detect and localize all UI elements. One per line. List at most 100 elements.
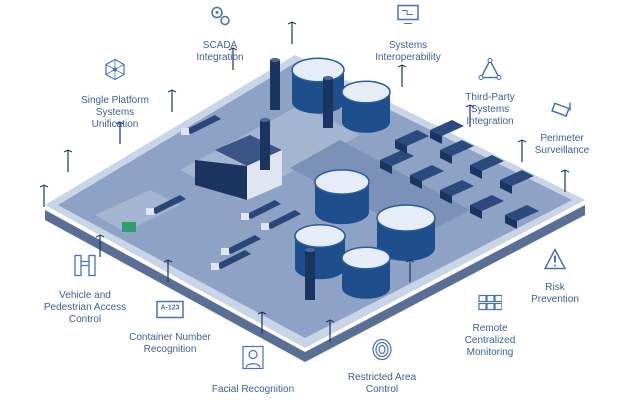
stack: [260, 118, 270, 170]
warning-icon: [543, 247, 567, 277]
screens-grid-icon: [478, 292, 503, 321]
feature-label-line: Integration: [466, 116, 514, 127]
gates-icon: [73, 254, 97, 283]
tanker-truck: [225, 235, 261, 254]
feature-label-line: Perimeter: [540, 133, 584, 144]
feature-label-line: Vehicle and: [59, 290, 111, 301]
equipment-side: [430, 130, 442, 144]
gate-booth: [122, 222, 136, 232]
equipment-side: [505, 215, 517, 229]
equipment-side: [500, 180, 512, 194]
equipment-block: [500, 170, 534, 186]
truck-cab: [211, 263, 219, 270]
feature-label-line: Risk: [545, 282, 565, 293]
equipment-block: [410, 165, 444, 181]
feature-label-line: Prevention: [531, 294, 579, 305]
equipment-side: [470, 205, 482, 219]
lamp-icon: [257, 311, 267, 315]
feature-label-line: Remote: [472, 323, 508, 334]
lamp-icon: [405, 259, 415, 263]
feature-label-line: Integration: [196, 52, 244, 63]
plate-icon: A-123: [156, 298, 184, 327]
lamp-icon: [228, 47, 238, 51]
lamp-icon: [63, 149, 73, 153]
stack: [323, 76, 333, 128]
feature-label-line: Unification: [91, 119, 139, 130]
lamp-icon: [397, 64, 407, 68]
lamp-icon: [465, 104, 475, 108]
face-icon: [241, 345, 265, 375]
truck-cab: [181, 128, 189, 135]
storage-tank: [294, 224, 346, 280]
equipment-block: [440, 140, 474, 156]
truck-cab: [146, 208, 154, 215]
equipment-side: [470, 165, 482, 179]
equipment-side: [440, 150, 452, 164]
feature-label-line: Centralized: [464, 335, 516, 346]
equipment-block: [395, 130, 429, 146]
lamp-icon: [325, 319, 335, 323]
stack: [270, 58, 280, 110]
truck-cab: [241, 213, 249, 220]
feature-label-line: Systems: [388, 40, 428, 51]
lamp-icon: [167, 89, 177, 93]
equipment-side: [395, 140, 407, 154]
equipment-block: [380, 150, 414, 166]
lamp-icon: [163, 259, 173, 263]
feature-label-facial: Facial Recognition: [212, 384, 294, 396]
feature-label-line: Surveillance: [534, 145, 590, 156]
feature-label-line: Restricted Area: [347, 372, 417, 383]
gears-icon: [208, 4, 232, 33]
equipment-side: [410, 175, 422, 189]
lamp-icon: [39, 184, 49, 188]
storage-tank: [341, 80, 391, 133]
tanker-truck: [245, 200, 281, 219]
feature-label-line: Recognition: [143, 344, 197, 355]
feature-label-line: Systems: [470, 104, 510, 115]
lamp-icon: [95, 234, 105, 238]
tanker-truck: [150, 195, 186, 214]
feature-label-line: Single Platform: [81, 95, 149, 106]
plate-text: A-123: [160, 304, 180, 312]
feature-label-line: Facial Recognition: [211, 384, 295, 395]
storage-tank: [341, 246, 391, 299]
feature-label-line: Interoperability: [375, 52, 441, 63]
lamp-icon: [560, 169, 570, 173]
storage-tank: [376, 204, 436, 262]
truck-cab: [221, 248, 229, 255]
truck-cab: [261, 223, 269, 230]
lamp-icon: [517, 139, 527, 143]
feature-label-line: Monitoring: [466, 347, 514, 358]
equipment-block: [470, 155, 504, 171]
feature-label-line: Pedestrian Access: [43, 302, 127, 313]
feature-label-line: SCADA: [202, 40, 238, 51]
monitor-circuit-icon: [396, 3, 420, 32]
storage-tank: [314, 169, 370, 225]
equipment-block: [505, 205, 539, 221]
equipment-block: [430, 120, 464, 136]
lamp-icon: [287, 21, 297, 25]
feature-label-line: Third-Party: [465, 92, 515, 103]
feature-label-line: Systems: [95, 107, 135, 118]
feature-label-line: Control: [365, 384, 399, 395]
fingerprint-icon: [370, 338, 394, 367]
feature-label-line: Container Number: [129, 332, 211, 343]
triangle-nodes-icon: [478, 58, 502, 87]
equipment-side: [380, 160, 392, 174]
tanker-truck: [215, 250, 251, 269]
camera-icon: [550, 99, 574, 128]
equipment-block: [440, 180, 474, 196]
feature-label-line: Control: [68, 314, 102, 325]
lamp-icon: [115, 121, 125, 125]
